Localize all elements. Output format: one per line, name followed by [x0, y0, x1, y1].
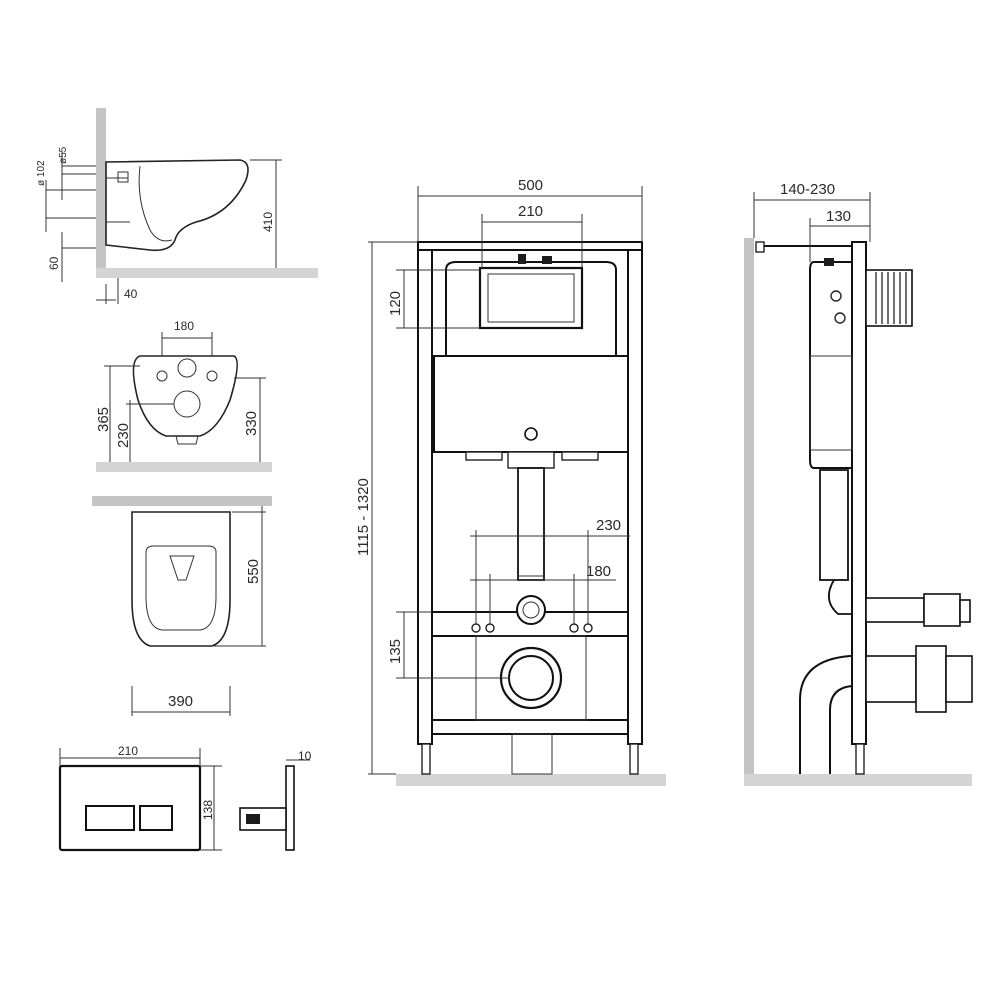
dim-210-plate-label: 210 [118, 744, 138, 758]
dim-d102-label: ø 102 [36, 160, 47, 186]
bowl-back-outline [132, 355, 238, 437]
flush-opening-inner [487, 273, 575, 323]
plate-side-profile [285, 765, 295, 851]
dim-410-label: 410 [261, 212, 275, 232]
frame-upright-right [627, 241, 643, 745]
wall-anchor [755, 241, 765, 253]
bolt-hole-left [156, 370, 168, 382]
side-valve-top [824, 258, 834, 266]
dim-1115-1320-label: 1115 - 1320 [355, 478, 372, 556]
pipe-connector [117, 171, 129, 183]
dim-365-label: 365 [95, 407, 112, 432]
frame-side-view: 140-230 130 [744, 181, 973, 786]
cistern-side-tank [809, 355, 853, 451]
dim-180-label: 180 [174, 319, 194, 333]
dim-230-label: 230 [115, 423, 132, 448]
flush-plate-view: 210 138 10 [58, 744, 312, 852]
drain-connector-flange [915, 645, 947, 713]
flush-connector-cap [959, 599, 971, 623]
dim-230-frame-label: 230 [596, 517, 621, 534]
button-housing [865, 269, 913, 327]
drain-elbow-inner [829, 685, 853, 774]
cistern-drain-plug [524, 427, 538, 441]
wall-section [92, 496, 272, 506]
flush-pipe-connector [516, 595, 546, 625]
dim-140-230-label: 140-230 [780, 181, 835, 198]
floor-section [96, 268, 318, 278]
flush-connector-end [923, 593, 961, 627]
water-inlet-hole [177, 358, 197, 378]
side-valve-1 [830, 290, 842, 302]
toilet-back-view: 180 365 230 330 [95, 319, 272, 472]
dim-550-label: 550 [245, 559, 262, 584]
valve-left [518, 254, 526, 264]
dim-210-frame-label: 210 [518, 203, 543, 220]
seat-inner-recess [169, 555, 195, 581]
drain-pipe-lower [511, 733, 553, 775]
bolt-hole-4 [583, 623, 593, 633]
drain-connector [865, 655, 917, 703]
toilet-side-view: ø55 ø 102 60 410 40 [36, 108, 318, 304]
actuator-block [246, 814, 260, 824]
frame-front-view: 500 210 120 1115 - 1320 230 180 135 [355, 177, 666, 786]
floor-section [396, 774, 666, 786]
flush-connector [865, 597, 925, 623]
dim-60-label: 60 [47, 256, 61, 270]
bolt-hole-3 [569, 623, 579, 633]
housing-ribs [875, 272, 907, 324]
dim-40-label: 40 [124, 287, 138, 301]
flush-pipe [517, 467, 545, 581]
connector-inner [522, 601, 540, 619]
drain-pipe-inner [508, 655, 554, 701]
dim-390-label: 390 [168, 693, 193, 710]
frame-top-rail [417, 241, 643, 251]
side-flush-pipe [819, 469, 849, 581]
dim-135-label: 135 [387, 639, 404, 664]
flush-opening [478, 266, 584, 330]
flush-pipe-bend [828, 579, 852, 615]
dim-500-label: 500 [518, 177, 543, 194]
side-valve-2 [834, 312, 846, 324]
cistern-side [809, 261, 853, 469]
wall-section [96, 108, 106, 278]
bolt-hole-2 [485, 623, 495, 633]
drain-elbow-outer [799, 655, 852, 774]
toilet-top-view: 550 390 [92, 496, 272, 716]
frame-bottom-rail [431, 719, 629, 735]
dim-130-label: 130 [826, 208, 851, 225]
toilet-bowl-outline [105, 159, 249, 252]
bolt-hole-right [206, 370, 218, 382]
drain-hole [173, 390, 201, 418]
bowl-top-outline [131, 511, 231, 647]
bowl-foot [175, 435, 199, 445]
dim-330-label: 330 [243, 411, 260, 436]
floor-section [744, 774, 972, 786]
flush-button-small [139, 805, 173, 831]
dim-d55-label: ø55 [58, 146, 69, 164]
cistern-outlet [507, 451, 555, 469]
mount-tab-left [465, 451, 503, 461]
frame-leg-right [629, 743, 639, 775]
frame-upright-left [417, 241, 433, 745]
flush-button-large [85, 805, 135, 831]
bolt-hole-1 [471, 623, 481, 633]
wall-section [744, 238, 754, 774]
seat-opening [145, 545, 217, 631]
floor-section [96, 462, 272, 472]
frame-upright-side [851, 241, 867, 745]
bowl-pipe-lines [106, 177, 130, 223]
bowl-inner-contour [138, 165, 173, 242]
valve-right [542, 256, 552, 264]
dim-138-label: 138 [201, 800, 215, 820]
mount-tab-right [561, 451, 599, 461]
dim-120-label: 120 [387, 291, 404, 316]
frame-leg-side [855, 743, 865, 775]
dim-10-label: 10 [298, 749, 312, 763]
plate-actuator [239, 807, 287, 831]
drain-connector-end [945, 655, 973, 703]
frame-leg-left [421, 743, 431, 775]
dim-180-frame-label: 180 [586, 563, 611, 580]
